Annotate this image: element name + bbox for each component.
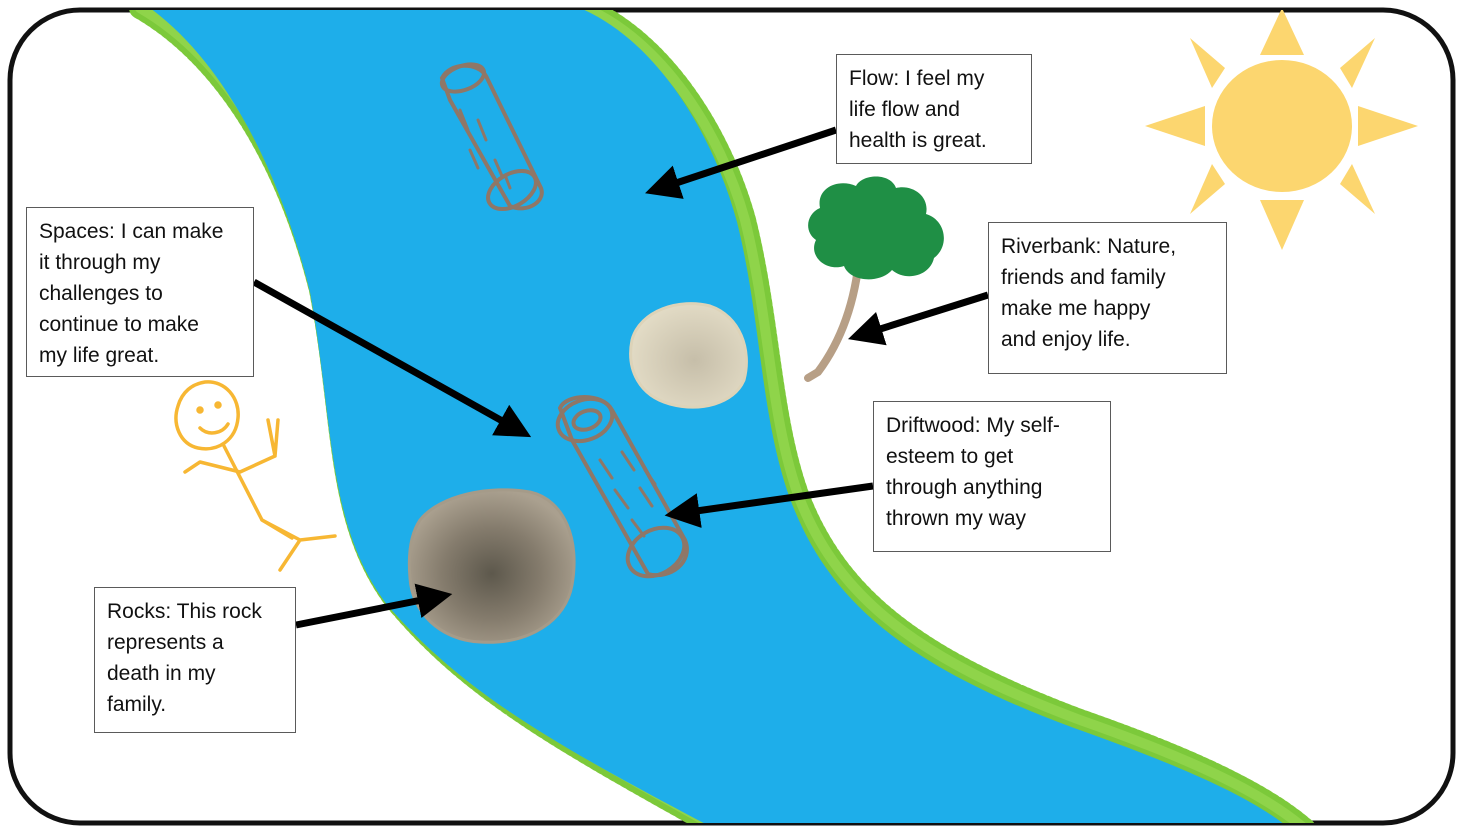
- rock-small: [631, 304, 747, 407]
- label-rocks: Rocks: This rock represents a death in m…: [94, 587, 296, 733]
- label-flow: Flow: I feel my life flow and health is …: [836, 54, 1032, 164]
- rock-big: [409, 490, 574, 642]
- label-riverbank: Riverbank: Nature, friends and family ma…: [988, 222, 1227, 374]
- label-spaces: Spaces: I can make it through my challen…: [26, 207, 254, 377]
- label-driftwood: Driftwood: My self- esteem to get throug…: [873, 401, 1111, 552]
